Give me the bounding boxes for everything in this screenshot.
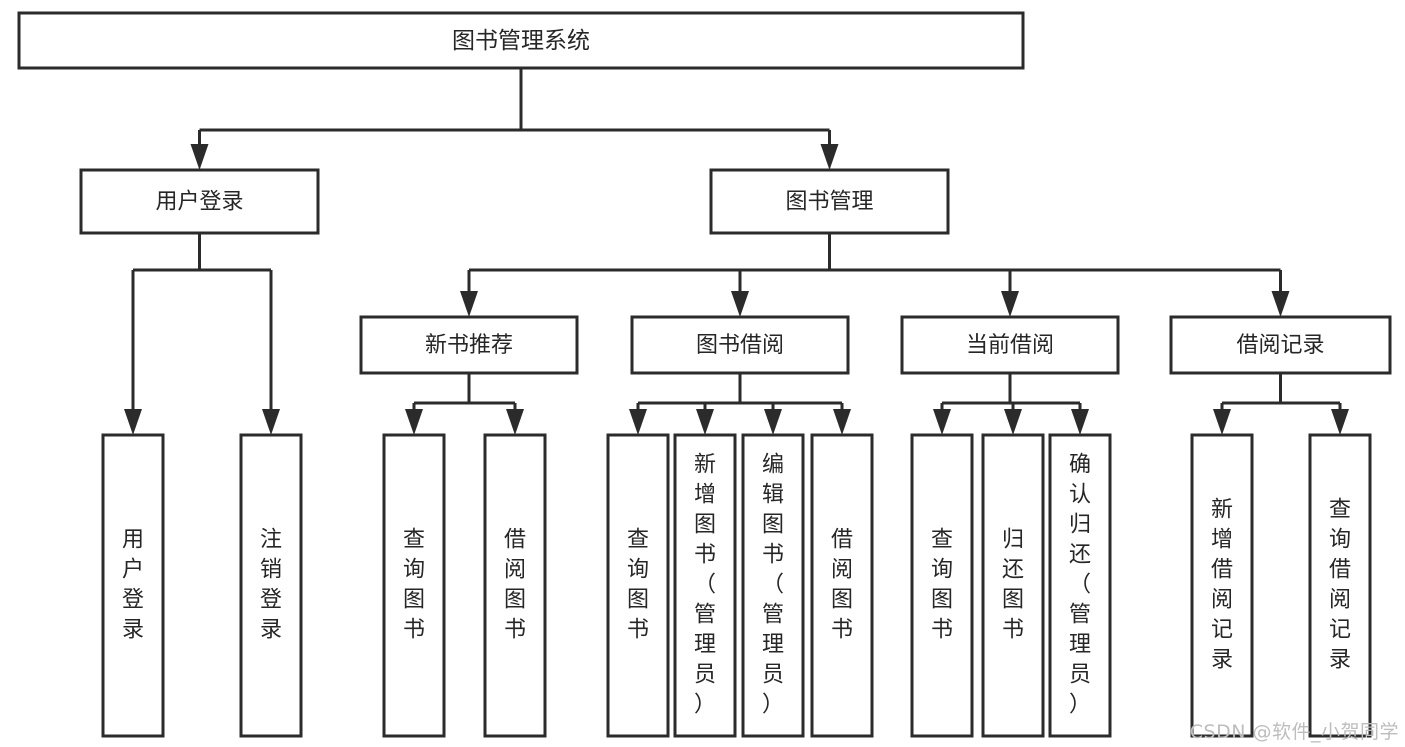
node-label: 借阅图书: [504, 528, 526, 643]
node-leaf-query-book-2[interactable]: 查询图书: [606, 433, 670, 738]
node-label: 查询图书: [931, 528, 953, 643]
node-box[interactable]: [17, 11, 1025, 70]
node-box[interactable]: [673, 433, 737, 738]
node-box[interactable]: [910, 433, 974, 738]
node-label: 归还图书: [1002, 528, 1024, 643]
node-leaf-user-login[interactable]: 用户登录: [101, 433, 165, 738]
node-label: 查询图书: [627, 528, 649, 643]
node-book-manage[interactable]: 图书管理: [709, 168, 950, 235]
node-label: 新书推荐: [425, 333, 513, 358]
node-box[interactable]: [630, 315, 850, 375]
node-current-borrow[interactable]: 当前借阅: [900, 315, 1120, 375]
node-box[interactable]: [1048, 433, 1112, 738]
node-label: 借阅图书: [831, 528, 853, 643]
node-leaf-edit-book-admin[interactable]: 编辑图书（管理员）: [741, 433, 805, 738]
node-leaf-query-book-1[interactable]: 查询图书: [382, 433, 446, 738]
node-box[interactable]: [239, 433, 303, 738]
node-borrow-record[interactable]: 借阅记录: [1169, 315, 1392, 375]
node-box[interactable]: [741, 433, 805, 738]
node-label: 确认归还（管理员）: [1069, 453, 1091, 718]
node-box[interactable]: [709, 168, 950, 235]
node-label: 图书管理: [785, 190, 873, 215]
node-label: 用户登录: [155, 190, 243, 215]
node-user-login[interactable]: 用户登录: [79, 168, 320, 235]
node-box[interactable]: [900, 315, 1120, 375]
node-box[interactable]: [1190, 433, 1254, 738]
node-leaf-borrow-book-1[interactable]: 借阅图书: [483, 433, 547, 738]
node-leaf-return-book[interactable]: 归还图书: [981, 433, 1045, 738]
node-root-system[interactable]: 图书管理系统: [17, 11, 1025, 70]
node-leaf-add-borrow-record[interactable]: 新增借阅记录: [1190, 433, 1254, 738]
node-label: 注销登录: [260, 528, 282, 643]
node-label: 查询图书: [403, 528, 425, 643]
node-leaf-borrow-book-2[interactable]: 借阅图书: [810, 433, 874, 738]
node-box[interactable]: [101, 433, 165, 738]
node-label: 图书管理系统: [452, 28, 590, 54]
node-leaf-confirm-return-admin[interactable]: 确认归还（管理员）: [1048, 433, 1112, 738]
node-label: 编辑图书（管理员）: [762, 453, 784, 718]
node-label: 当前借阅: [966, 333, 1054, 358]
node-label: 用户登录: [122, 528, 144, 643]
node-box[interactable]: [810, 433, 874, 738]
node-box[interactable]: [359, 315, 579, 375]
edges-layer: [124, 68, 1349, 435]
watermark: CSDN @软件_小贺同学: [1189, 721, 1399, 743]
node-label: 查询借阅记录: [1329, 498, 1351, 673]
node-label: 新增借阅记录: [1211, 498, 1233, 673]
node-box[interactable]: [1169, 315, 1392, 375]
node-leaf-query-borrow-record[interactable]: 查询借阅记录: [1308, 433, 1372, 738]
node-box[interactable]: [382, 433, 446, 738]
node-leaf-query-book-3[interactable]: 查询图书: [910, 433, 974, 738]
node-box[interactable]: [606, 433, 670, 738]
node-box[interactable]: [981, 433, 1045, 738]
node-new-book-recommend[interactable]: 新书推荐: [359, 315, 579, 375]
node-leaf-add-book-admin[interactable]: 新增图书（管理员）: [673, 433, 737, 738]
node-label: 图书借阅: [696, 333, 784, 358]
node-box[interactable]: [483, 433, 547, 738]
nodes-layer: 图书管理系统用户登录图书管理新书推荐图书借阅当前借阅借阅记录用户登录注销登录查询…: [17, 11, 1392, 738]
node-label: 借阅记录: [1236, 333, 1324, 358]
node-box[interactable]: [1308, 433, 1372, 738]
node-label: 新增图书（管理员）: [694, 453, 716, 718]
node-box[interactable]: [79, 168, 320, 235]
node-leaf-logout[interactable]: 注销登录: [239, 433, 303, 738]
node-book-borrow[interactable]: 图书借阅: [630, 315, 850, 375]
